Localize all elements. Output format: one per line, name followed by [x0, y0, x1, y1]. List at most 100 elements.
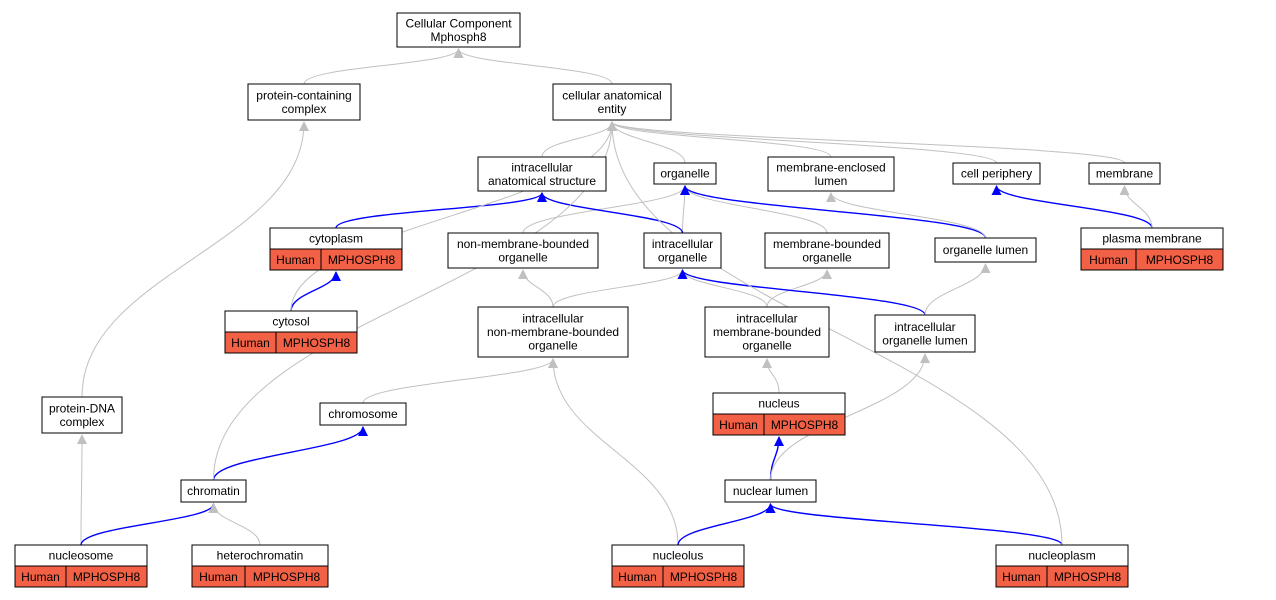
- node-chromatin[interactable]: chromatin: [180, 479, 247, 503]
- annotation-gene-cell: [1135, 248, 1224, 271]
- edge-nucleus-to-intracellular-membrane-bounded-organelle: [762, 358, 780, 394]
- node-box: [643, 232, 722, 269]
- node-box: [1088, 162, 1161, 185]
- node-label: organelle: [498, 250, 548, 264]
- node-label: entity: [598, 102, 627, 116]
- edge-membrane-to-cellular-anatomical-entity: [607, 121, 1125, 164]
- edge-protein-containing-complex-to-root: [303, 48, 464, 85]
- node-label: nucleosome: [49, 549, 114, 563]
- edge-non-membrane-bounded-organelle-to-organelle: [522, 185, 690, 234]
- node-label: complex: [282, 102, 327, 116]
- annotation-gene-cell: [662, 565, 745, 588]
- annotation-species: Human: [276, 253, 315, 267]
- node-box: [764, 232, 890, 269]
- node-label: membrane-bounded: [773, 237, 881, 251]
- node-label: nucleoplasm: [1028, 549, 1095, 563]
- node-label: organelle: [658, 250, 708, 264]
- edges-layer: [76, 48, 1153, 546]
- annotation-gene: MPHOSPH8: [328, 253, 396, 267]
- edge-cytoplasm-to-intracellular-anatomical-structure: [335, 192, 547, 229]
- annotation-species: Human: [21, 570, 60, 584]
- node-label: organelle: [660, 167, 710, 181]
- annotation-species: Human: [618, 570, 657, 584]
- node-label: chromosome: [328, 407, 398, 421]
- annotation-gene-cell: [244, 565, 329, 588]
- edge-intracellular-organelle-to-organelle: [679, 185, 690, 234]
- node-label: membrane-bounded: [713, 325, 821, 339]
- annotation-gene: MPHOSPH8: [1146, 253, 1214, 267]
- node-label: organelle lumen: [943, 243, 1028, 257]
- node-organelle-lumen[interactable]: organelle lumen: [934, 237, 1037, 263]
- annotation-species: Human: [1002, 570, 1041, 584]
- annotation-gene-cell: [763, 413, 846, 436]
- edge-nucleosome-to-protein-dna-complex: [76, 434, 87, 546]
- edge-heterochromatin-to-chromatin: [208, 503, 261, 546]
- node-box: [874, 314, 976, 353]
- node-chromosome[interactable]: chromosome: [319, 402, 407, 426]
- node-label: lumen: [815, 174, 848, 188]
- annotation-gene: MPHOSPH8: [283, 336, 351, 350]
- node-label: intracellular: [511, 160, 572, 174]
- edge-nuclear-lumen-to-nucleus: [769, 436, 784, 481]
- node-label: membrane-enclosed: [776, 160, 885, 174]
- edge-cytosol-to-cytoplasm: [290, 271, 341, 312]
- edge-nuclear-lumen-to-intracellular-organelle-lumen: [770, 353, 930, 481]
- edge-intracellular-organelle-lumen-to-organelle-lumen: [924, 263, 991, 316]
- annotation-gene: MPHOSPH8: [1054, 570, 1122, 584]
- node-label: organelle: [528, 339, 578, 353]
- node-box: [653, 162, 717, 185]
- edge-cellular-anatomical-entity-to-root: [453, 48, 613, 85]
- edge-intracellular-anatomical-structure-to-cellular-anatomical-entity: [541, 121, 617, 158]
- node-box: [447, 232, 599, 269]
- node-label: protein-DNA: [49, 401, 115, 415]
- node-nuclear-lumen[interactable]: nuclear lumen: [724, 479, 817, 503]
- annotation-gene-cell: [1046, 565, 1129, 588]
- node-label: nuclear lumen: [733, 484, 808, 498]
- node-label: intracellular: [522, 312, 583, 326]
- node-label: organelle: [802, 250, 852, 264]
- node-box: [552, 83, 672, 121]
- node-box: [952, 162, 1041, 185]
- node-box: [704, 306, 830, 358]
- node-intracellular-non-membrane-bounded-organelle[interactable]: intracellularnon-membrane-boundedorganel…: [477, 306, 629, 358]
- node-label: non-membrane-bounded: [457, 237, 589, 251]
- edge-nucleosome-to-chromatin: [80, 503, 219, 546]
- node-membrane[interactable]: membrane: [1088, 162, 1161, 185]
- node-box: [319, 402, 407, 426]
- edge-organelle-lumen-to-membrane-enclosed-lumen: [826, 192, 986, 239]
- node-box: [767, 156, 895, 192]
- node-label: chromatin: [187, 484, 240, 498]
- edge-cytosol-to-cellular-anatomical-entity: [290, 121, 617, 312]
- node-cell-periphery[interactable]: cell periphery: [952, 162, 1041, 185]
- annotation-species: Human: [231, 336, 270, 350]
- annotation-gene: MPHOSPH8: [771, 418, 839, 432]
- node-label: nucleus: [758, 397, 799, 411]
- node-organelle[interactable]: organelle: [653, 162, 717, 185]
- annotation-species: Human: [719, 418, 758, 432]
- node-label: membrane: [1096, 167, 1154, 181]
- edge-intracellular-non-membrane-bounded-organelle-to-non-membrane-bounded-organelle: [518, 269, 554, 308]
- edge-membrane-bounded-organelle-to-organelle: [680, 185, 828, 234]
- edge-cell-periphery-to-cellular-anatomical-entity: [607, 121, 997, 164]
